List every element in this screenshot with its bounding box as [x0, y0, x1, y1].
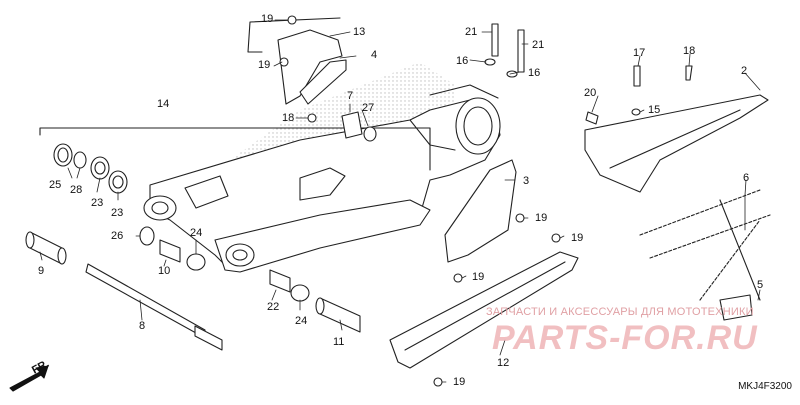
callout-6[interactable]: 6 — [743, 172, 750, 184]
callout-23-left[interactable]: 23 — [91, 197, 104, 209]
callout-17[interactable]: 17 — [633, 47, 646, 59]
callout-9[interactable]: 9 — [38, 265, 45, 277]
swingarm-lower-arm — [214, 199, 431, 273]
part-15-washer — [631, 108, 641, 116]
part-9-collar — [29, 231, 63, 265]
callout-21-right[interactable]: 21 — [532, 39, 545, 51]
callout-19-guard-low[interactable]: 19 — [472, 271, 485, 283]
part-16-washer-a — [484, 58, 496, 66]
part-3-chain-guard — [444, 159, 517, 263]
callout-24-right[interactable]: 24 — [295, 315, 308, 327]
part-21-bolt-b — [517, 29, 525, 73]
part-8-pivot-shaft — [85, 263, 206, 339]
callout-21-left[interactable]: 21 — [465, 26, 478, 38]
part-10-collar — [159, 239, 181, 263]
callout-3[interactable]: 3 — [523, 175, 530, 187]
callout-5[interactable]: 5 — [757, 279, 764, 291]
part-23-bearing-a — [90, 156, 110, 180]
callout-19-bracket[interactable]: 19 — [258, 59, 271, 71]
part-28-circlip — [73, 151, 87, 169]
callout-13[interactable]: 13 — [353, 26, 366, 38]
part-18-bolt — [685, 65, 693, 81]
part-2-rear-fender — [584, 94, 769, 193]
callout-14[interactable]: 14 — [157, 98, 170, 110]
callout-15[interactable]: 15 — [648, 104, 661, 116]
part-11-collar — [319, 297, 361, 333]
callout-16-right[interactable]: 16 — [528, 67, 541, 79]
callout-19-guard[interactable]: 19 — [535, 212, 548, 224]
part-14-bracket — [39, 127, 431, 171]
axle-housing — [455, 97, 501, 155]
part-17-bolt — [633, 65, 641, 87]
callout-19-bottom[interactable]: 19 — [453, 376, 466, 388]
part-6-drive-chain — [639, 189, 771, 301]
part-19-bolt-b — [279, 57, 289, 67]
part-22-bushing — [269, 269, 291, 293]
callout-11[interactable]: 11 — [333, 336, 345, 348]
callout-12[interactable]: 12 — [497, 357, 510, 369]
swingarm-cutout-2 — [299, 167, 346, 201]
part-4-stay — [299, 59, 347, 105]
part-26-seal — [139, 226, 155, 246]
callout-25[interactable]: 25 — [49, 179, 62, 191]
part-19-bolt-d — [453, 273, 463, 283]
callout-10[interactable]: 10 — [158, 265, 171, 277]
callout-23-right[interactable]: 23 — [111, 207, 124, 219]
callout-18-top[interactable]: 18 — [683, 45, 696, 57]
part-19-bolt-f — [433, 377, 443, 387]
swingarm-cutout — [184, 175, 229, 209]
part-21-bolt-a — [491, 23, 499, 57]
part-20-clip — [585, 111, 599, 125]
part-24-seal-b — [290, 284, 310, 302]
watermark-logo: PARTS-FOR.RU — [492, 319, 758, 357]
part-24-seal-a — [186, 253, 206, 271]
callout-7[interactable]: 7 — [347, 90, 354, 102]
front-direction-arrow — [9, 365, 49, 392]
callout-26[interactable]: 26 — [111, 230, 124, 242]
watermark-tagline: ЗАПЧАСТИ И АКСЕССУАРЫ ДЛЯ МОТОТЕХНИКИ — [486, 306, 754, 318]
callout-28[interactable]: 28 — [70, 184, 83, 196]
callout-19-slider[interactable]: 19 — [571, 232, 584, 244]
part-7-damper — [341, 111, 363, 139]
part-25-seal — [53, 143, 73, 167]
callout-27[interactable]: 27 — [362, 102, 375, 114]
part-13-bracket — [277, 29, 343, 105]
pivot-boss-right — [225, 243, 255, 267]
part-23-bearing-b — [108, 170, 128, 194]
callout-2[interactable]: 2 — [741, 65, 748, 77]
callout-16-left[interactable]: 16 — [456, 55, 469, 67]
diagram-code: MKJ4F3200 — [738, 381, 792, 392]
part-5-chain-joint — [719, 294, 753, 321]
callout-8[interactable]: 8 — [139, 320, 146, 332]
swingarm-upper-arm — [149, 99, 501, 269]
callout-24-left[interactable]: 24 — [190, 227, 203, 239]
part-19-bolt-c — [515, 213, 525, 223]
part-19-bolt-a — [287, 15, 297, 25]
callout-19-top[interactable]: 19 — [261, 13, 274, 25]
part-27-ring — [363, 126, 377, 142]
part-19-bolt-e — [551, 233, 561, 243]
part-18-bolt-b — [307, 113, 317, 123]
callout-20[interactable]: 20 — [584, 87, 597, 99]
callout-18-mid[interactable]: 18 — [282, 112, 295, 124]
callout-22[interactable]: 22 — [267, 301, 280, 313]
pivot-boss-left — [143, 195, 177, 221]
callout-4[interactable]: 4 — [371, 49, 378, 61]
